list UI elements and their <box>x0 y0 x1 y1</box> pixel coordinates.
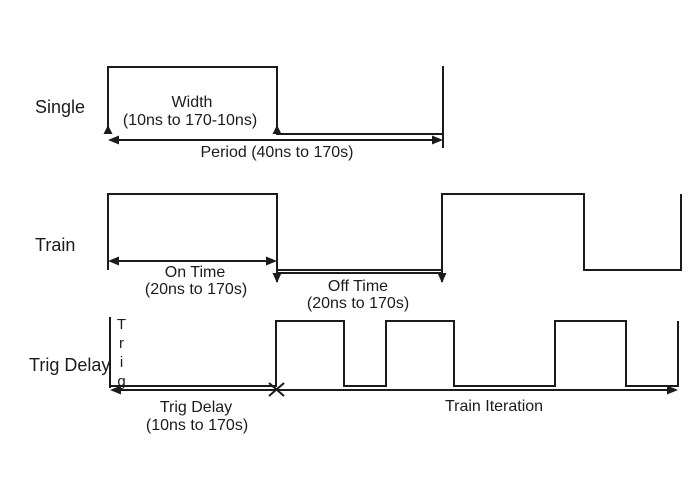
trig-delay-waveform <box>110 320 679 387</box>
trig-delay-dimension <box>110 382 678 397</box>
trig-vertical-label: Trig <box>113 316 130 392</box>
train-off-time-label-line2: (20ns to 170s) <box>306 295 410 312</box>
shared-dimension-x-marker <box>268 382 285 397</box>
single-waveform <box>107 66 444 148</box>
trig-delay-dim-label-line2: (10ns to 170s) <box>145 417 249 434</box>
row-label-single: Single <box>35 97 86 117</box>
train-waveform <box>107 193 682 282</box>
single-width-edge-arrows <box>103 125 282 134</box>
train-iteration-label: Train Iteration <box>444 398 544 415</box>
trig-delay-dim-label-line1: Trig Delay <box>159 399 233 416</box>
train-on-time-label-line1: On Time <box>164 264 226 281</box>
single-width-label-line2: (10ns to 170-10ns) <box>122 112 258 129</box>
off-time-dimension <box>272 272 447 283</box>
row-label-trig-delay: Trig Delay <box>29 355 111 375</box>
single-period-label: Period (40ns to 170s) <box>200 144 354 161</box>
row-label-train: Train <box>35 235 76 255</box>
single-width-label-line1: Width <box>171 94 213 111</box>
train-on-time-label-line2: (20ns to 170s) <box>144 281 248 298</box>
on-time-dimension <box>108 256 277 266</box>
period-dimension <box>108 135 443 145</box>
train-off-time-label-line1: Off Time <box>327 278 389 295</box>
